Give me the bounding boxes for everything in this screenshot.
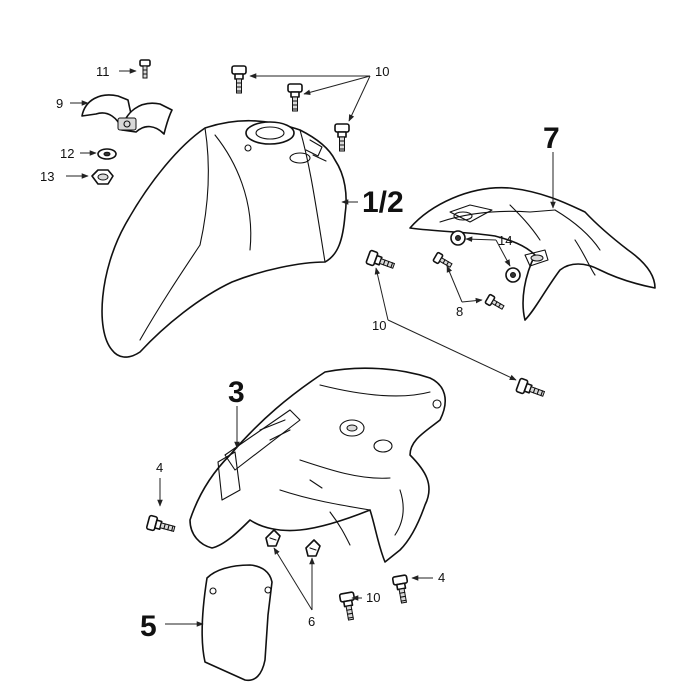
bolt-icon	[145, 514, 177, 537]
label-part-10-top: 10	[375, 64, 389, 79]
label-part-4-left: 4	[156, 460, 163, 475]
front-fender	[101, 119, 347, 358]
bolt-icon	[484, 293, 507, 313]
clip-icon	[305, 539, 321, 557]
bolt-icon	[365, 249, 397, 274]
label-part-12: 12	[60, 146, 74, 161]
washer-icon	[505, 267, 521, 283]
label-part-5: 5	[140, 610, 157, 643]
label-part-7: 7	[543, 122, 560, 155]
side-cover-7	[409, 186, 656, 321]
clip-icon	[265, 529, 281, 547]
leader-lines	[66, 68, 556, 627]
bolt-icon	[432, 251, 455, 271]
label-part-3: 3	[228, 376, 245, 409]
washer-icon	[97, 148, 117, 160]
label-part-10-bottom: 10	[366, 590, 380, 605]
label-part-14: 14	[498, 233, 512, 248]
bolt-icon	[231, 65, 247, 94]
label-part-8: 8	[456, 304, 463, 319]
label-part-4-right: 4	[438, 570, 445, 585]
bolt-icon	[287, 83, 303, 112]
label-part-10-mid: 10	[372, 318, 386, 333]
label-part-6: 6	[308, 614, 315, 629]
label-part-9: 9	[56, 96, 63, 111]
label-part-1-2: 1/2	[362, 186, 404, 219]
label-part-13: 13	[40, 169, 54, 184]
label-part-11: 11	[96, 64, 110, 79]
bolt-icon	[139, 59, 151, 79]
mudflap-5	[201, 564, 273, 682]
bolt-icon	[334, 123, 350, 152]
nut-icon	[91, 169, 114, 185]
washer-icon	[450, 230, 466, 246]
clamp-part-9	[81, 94, 173, 135]
bolt-icon	[338, 591, 359, 622]
inner-fender-3	[189, 367, 446, 563]
bolt-icon	[515, 377, 547, 402]
bolt-icon	[391, 574, 412, 605]
